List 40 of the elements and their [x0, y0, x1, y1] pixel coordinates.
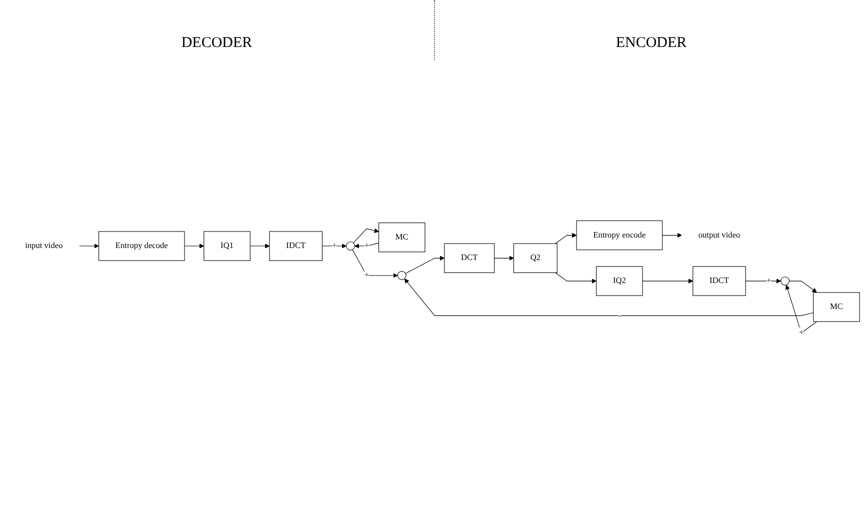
node-circle: [346, 242, 355, 250]
arrow: [404, 278, 814, 316]
node-text: input video: [25, 241, 63, 250]
arrow: [79, 244, 100, 248]
arrow: [494, 256, 514, 261]
arrow: [555, 232, 577, 244]
arrow: [405, 256, 445, 274]
arrow: [352, 249, 398, 278]
node-box: MC: [813, 292, 860, 322]
node-box: Entropy decode: [98, 231, 185, 261]
arrow: [785, 284, 818, 334]
node-box: Entropy encode: [576, 220, 663, 250]
edge-label: +: [364, 270, 370, 280]
node-box: IDCT: [269, 231, 322, 261]
arrow: [354, 242, 380, 248]
node-box: Q2: [513, 243, 558, 273]
node-box: IDCT: [692, 266, 746, 296]
arrow: [555, 272, 597, 284]
arrow: [353, 228, 379, 244]
node-box: DCT: [444, 243, 495, 273]
edge-label: +: [332, 241, 337, 250]
edge-label: +: [766, 276, 772, 286]
edge-label: +: [798, 328, 804, 338]
node-box: IQ1: [204, 231, 250, 261]
arrow: [662, 232, 682, 238]
node-circle: [780, 276, 790, 286]
node-box: IQ2: [596, 266, 643, 296]
arrow: [250, 244, 270, 248]
edge-label: -: [618, 311, 621, 320]
node-text: output video: [698, 230, 740, 240]
section-label: DECODER: [180, 35, 254, 53]
arrow: [642, 278, 694, 284]
arrow: [184, 244, 204, 248]
arrow: [322, 244, 347, 248]
edge-label: +: [364, 241, 370, 250]
arrow: [745, 278, 782, 284]
arrow: [788, 280, 817, 293]
node-box: MC: [378, 222, 426, 252]
node-circle: [397, 271, 406, 280]
section-label: ENCODER: [614, 35, 688, 53]
